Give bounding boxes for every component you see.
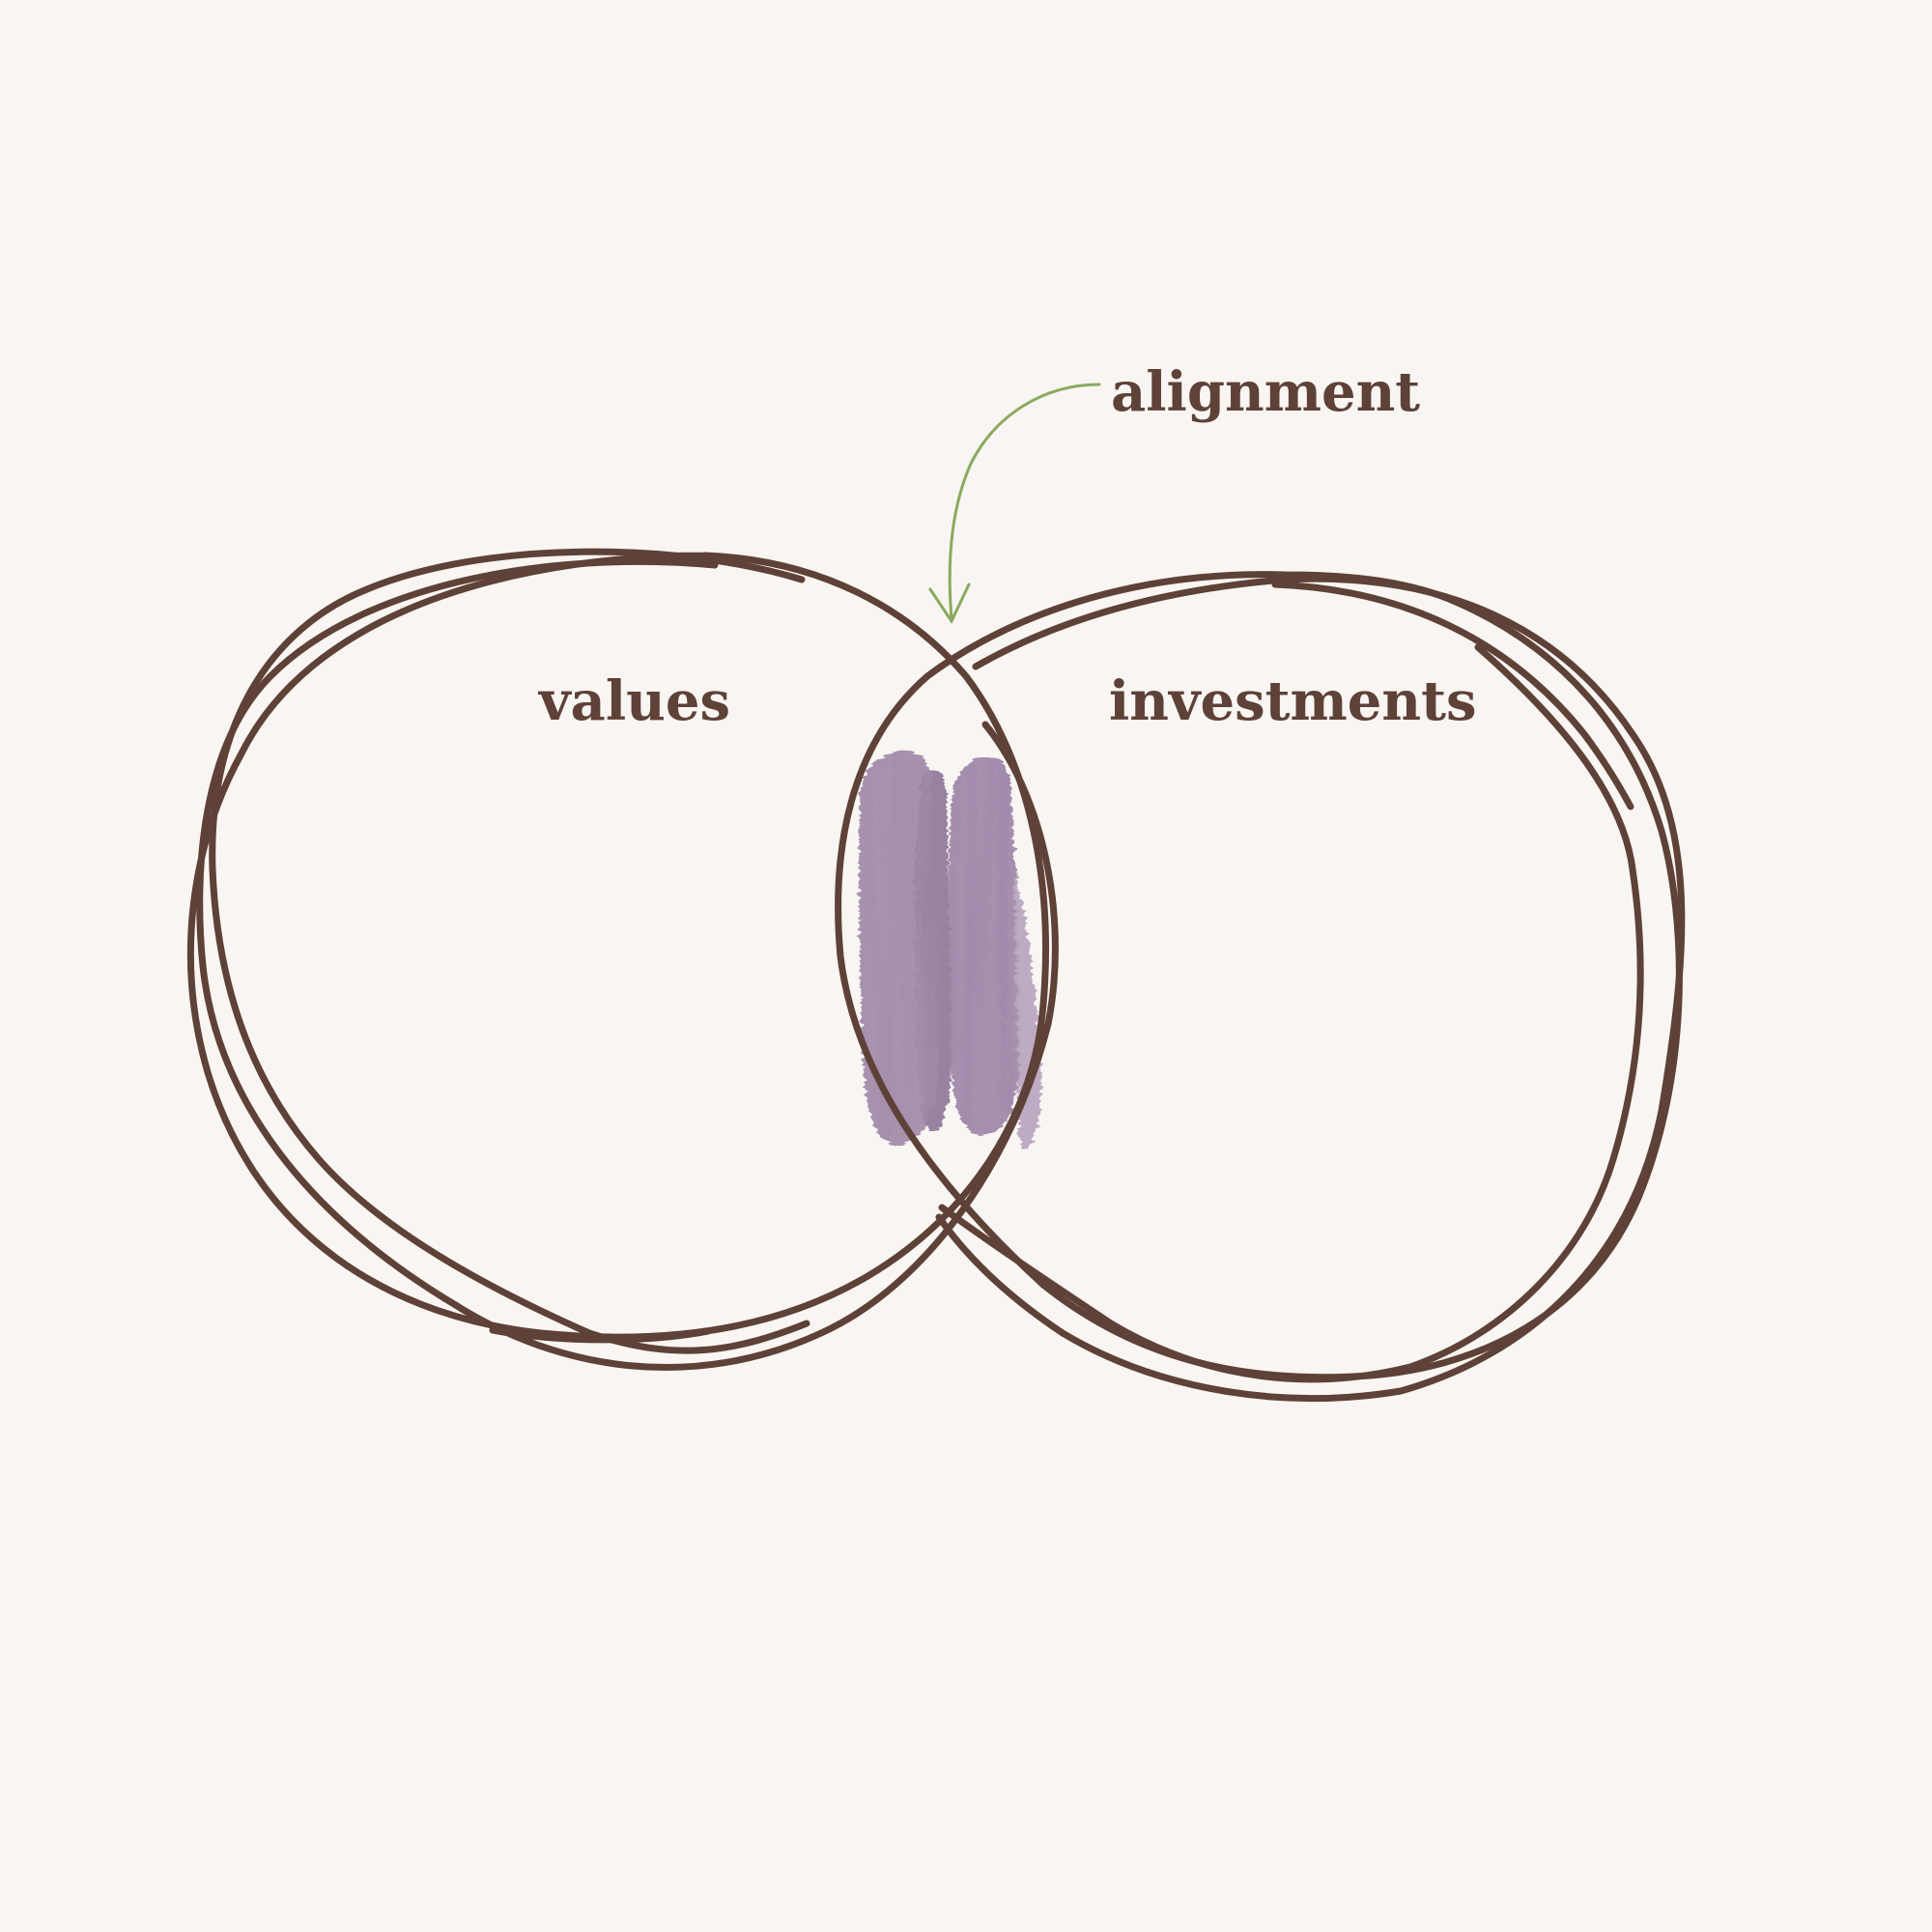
left-set-circle [186, 548, 1059, 1371]
arrowhead-icon [928, 582, 971, 625]
right-set-label: investments [1109, 669, 1477, 733]
right-set-circle [835, 571, 1686, 1402]
intersection-label: alignment [1111, 360, 1420, 424]
left-set-label: values [537, 669, 730, 733]
intersection-highlight-texture [859, 752, 1020, 1146]
alignment-arrow [928, 383, 1101, 625]
